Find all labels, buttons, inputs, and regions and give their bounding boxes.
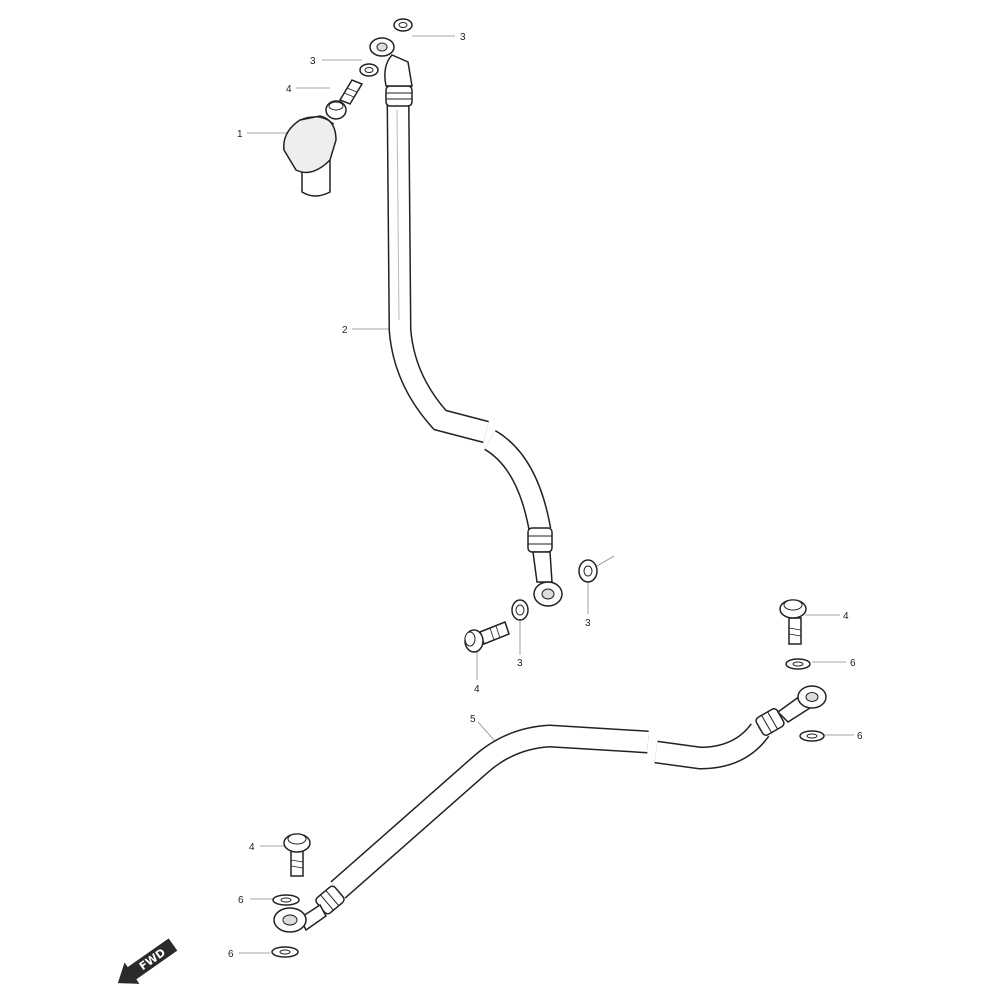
label-bolt-mid: 4 <box>474 684 480 695</box>
label-bolt-left: 4 <box>249 842 255 853</box>
label-washer-a: 3 <box>310 56 316 67</box>
label-washer-r1: 6 <box>850 658 856 669</box>
label-damper-cap: 1 <box>237 129 243 140</box>
callout-labels: 1 3 3 4 2 3 3 4 4 6 6 5 4 6 6 <box>228 32 863 960</box>
damper-cap <box>283 115 337 197</box>
label-washer-l2: 6 <box>228 949 234 960</box>
label-rear-hose: 5 <box>470 714 476 725</box>
bolt-top-group <box>325 18 413 120</box>
label-bolt-right: 4 <box>843 611 849 622</box>
bolt-left-group <box>271 833 311 958</box>
front-hose <box>369 37 563 607</box>
label-bolt-top: 4 <box>286 84 292 95</box>
fwd-arrow-icon: FWD <box>117 938 178 984</box>
label-washer-l1: 6 <box>238 895 244 906</box>
label-washer-b: 3 <box>460 32 466 43</box>
bolt-mid-group <box>464 559 598 653</box>
label-front-hose: 2 <box>342 325 348 336</box>
label-washer-r2: 6 <box>857 731 863 742</box>
rear-hose <box>273 685 827 933</box>
leader-lines <box>239 35 854 954</box>
label-washer-c: 3 <box>517 658 523 669</box>
label-washer-d: 3 <box>585 618 591 629</box>
bolt-right-group <box>779 599 825 742</box>
